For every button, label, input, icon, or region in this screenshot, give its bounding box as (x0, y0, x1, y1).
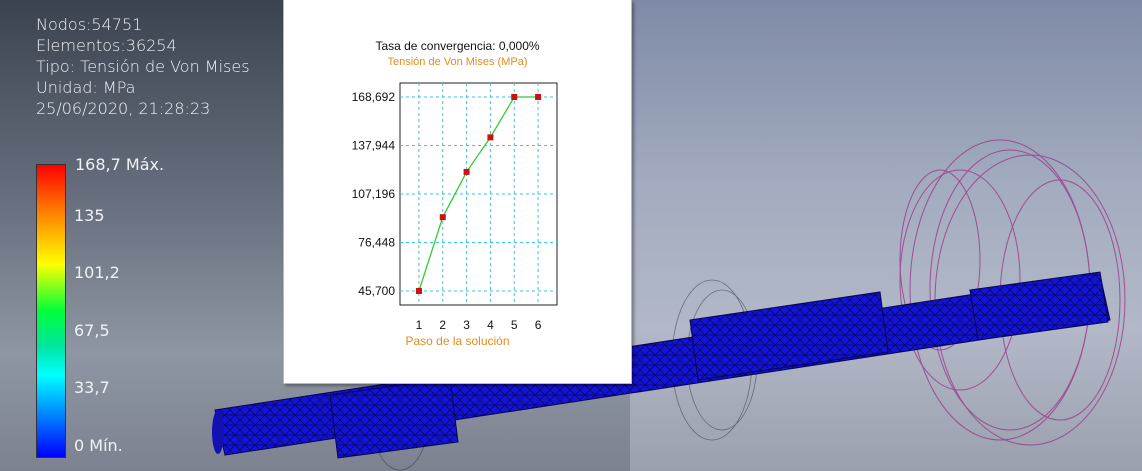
shaft-collar-right (969, 271, 1109, 341)
shaft-collar-mid (689, 291, 889, 381)
data-point (535, 94, 542, 100)
nodes-count: Nodos:54751 (36, 15, 143, 34)
x-tick-label: 6 (535, 318, 542, 332)
legend-label-min: 0 Mín. (74, 436, 123, 455)
legend-label-33: 33,7 (74, 378, 110, 397)
x-tick-label: 4 (487, 318, 494, 332)
chart-x-label: Paso de la solución (405, 334, 510, 348)
x-tick-label: 3 (463, 318, 470, 332)
legend-label-101: 101,2 (74, 263, 120, 282)
x-tick-label: 5 (511, 318, 518, 332)
convergence-panel[interactable]: Tasa de convergencia: 0,000% Tensión de … (283, 0, 632, 384)
y-tick-label: 107,196 (352, 187, 396, 201)
chart-title: Tasa de convergencia: 0,000% (375, 39, 540, 53)
result-type: Tipo: Tensión de Von Mises (36, 57, 250, 76)
viewport-background (630, 0, 1142, 471)
chart-subtitle: Tensión de Von Mises (MPa) (387, 56, 528, 68)
data-point (463, 168, 470, 175)
y-tick-label: 168,692 (352, 90, 396, 104)
data-point (511, 94, 518, 100)
data-point (439, 214, 446, 221)
result-unit: Unidad: MPa (36, 78, 136, 97)
data-point (487, 134, 494, 141)
series-line (418, 96, 539, 292)
elements-count: Elementos:36254 (36, 36, 177, 55)
convergence-chart: 45,700 76,448 107,196 137,944 168,692 1 2 3 4 5 6 (352, 82, 558, 332)
x-tick-label: 2 (439, 318, 446, 332)
result-info: Nodos:54751 Elementos:36254 Tipo: Tensió… (36, 14, 250, 119)
y-tick-label: 45,700 (358, 284, 395, 298)
color-legend-bar (36, 164, 66, 458)
legend-label-67: 67,5 (74, 321, 110, 340)
y-tick-label: 137,944 (352, 139, 396, 153)
shaft-end (212, 410, 224, 454)
legend-max-label: 168,7 Máx. (75, 155, 165, 174)
legend-label-135: 135 (74, 206, 105, 225)
result-datetime: 25/06/2020, 21:28:23 (36, 99, 211, 118)
y-tick-label: 76,448 (358, 236, 395, 250)
x-tick-label: 1 (416, 318, 423, 332)
data-point (415, 288, 422, 294)
